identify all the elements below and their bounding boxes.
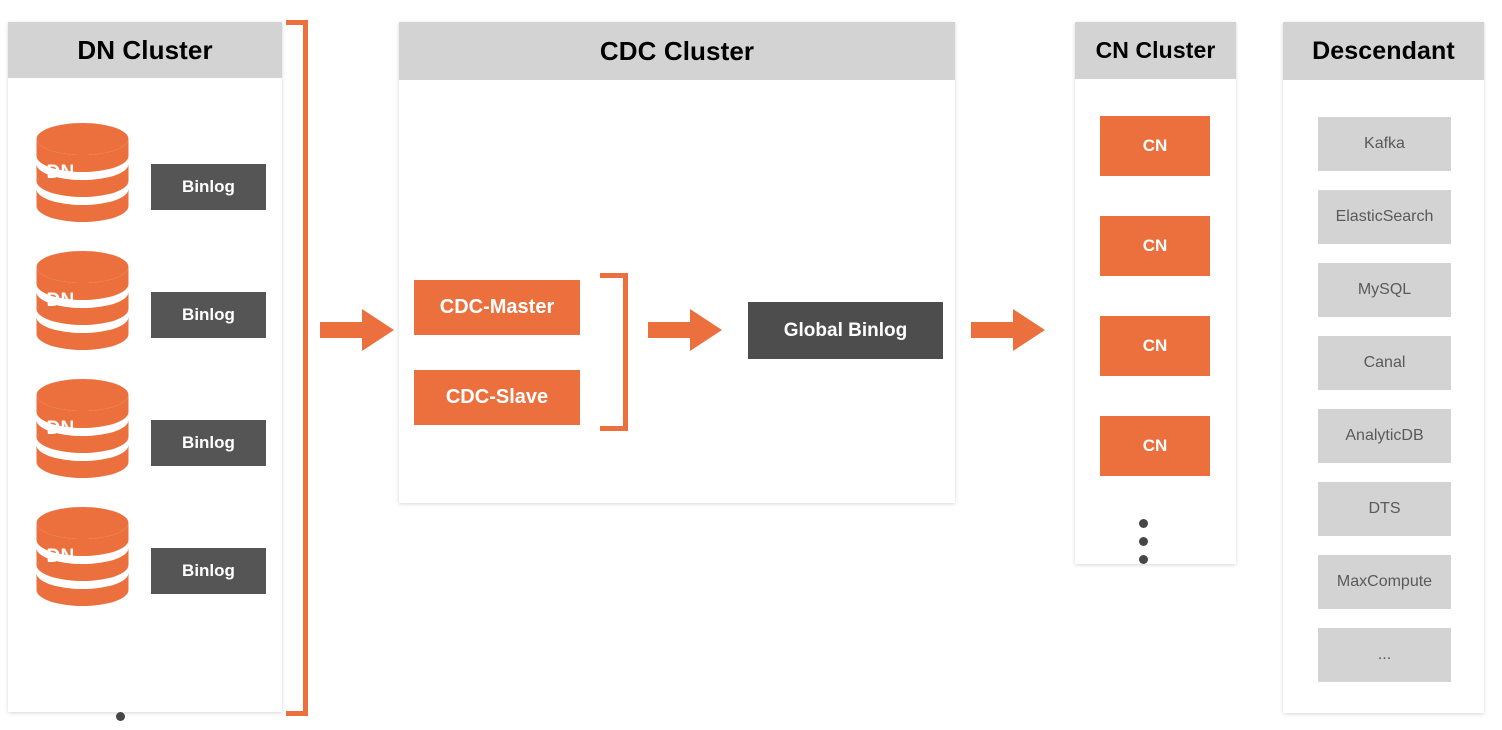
database-icon	[30, 378, 135, 480]
binlog-box: Binlog	[151, 292, 266, 338]
vertical-ellipsis-icon	[116, 712, 125, 730]
dn-cluster-title: DN Cluster	[8, 22, 282, 78]
cn-node: CN	[1100, 116, 1210, 176]
cn-node: CN	[1100, 416, 1210, 476]
descendant-item: DTS	[1318, 482, 1451, 536]
dn-node-row: DN Binlog	[8, 250, 282, 378]
global-binlog-box: Global Binlog	[748, 302, 943, 359]
descendant-item: ...	[1318, 628, 1451, 682]
arrow-global-binlog-to-cn-icon	[971, 309, 1045, 351]
cn-cluster-panel: CN Cluster CN CN CN CN	[1075, 22, 1236, 564]
binlog-box: Binlog	[151, 548, 266, 594]
descendant-item: MySQL	[1318, 263, 1451, 317]
descendant-item: MaxCompute	[1318, 555, 1451, 609]
descendant-item: ElasticSearch	[1318, 190, 1451, 244]
cn-node: CN	[1100, 316, 1210, 376]
database-icon	[30, 250, 135, 352]
cdc-cluster-panel: CDC Cluster CDC-Master CDC-Slave	[399, 22, 955, 503]
dn-cluster-bracket-icon	[286, 20, 308, 716]
binlog-box: Binlog	[151, 164, 266, 210]
dn-node-row: DN Binlog	[8, 122, 282, 250]
dn-cluster-panel: DN Cluster DN Binlog	[8, 22, 282, 721]
descendant-item: Kafka	[1318, 117, 1451, 171]
dn-node-row: DN Binlog	[8, 378, 282, 506]
cdc-master-node: CDC-Master	[414, 280, 580, 335]
descendant-panel: Descendant Kafka ElasticSearch MySQL Can…	[1283, 22, 1484, 713]
cdc-nodes-bracket-icon	[600, 273, 628, 431]
descendant-title: Descendant	[1283, 22, 1484, 80]
cdc-cluster-title: CDC Cluster	[399, 22, 955, 80]
cdc-slave-node: CDC-Slave	[414, 370, 580, 425]
descendant-item: AnalyticDB	[1318, 409, 1451, 463]
binlog-box: Binlog	[151, 420, 266, 466]
arrow-dn-to-cdc-icon	[320, 309, 394, 351]
cn-cluster-title: CN Cluster	[1075, 22, 1236, 79]
database-icon	[30, 506, 135, 608]
descendant-item: Canal	[1318, 336, 1451, 390]
dn-node-row: DN Binlog	[8, 506, 282, 634]
cn-node: CN	[1100, 216, 1210, 276]
database-icon	[30, 122, 135, 224]
arrow-cdc-to-global-binlog-icon	[648, 309, 722, 351]
vertical-ellipsis-icon	[1139, 519, 1148, 564]
